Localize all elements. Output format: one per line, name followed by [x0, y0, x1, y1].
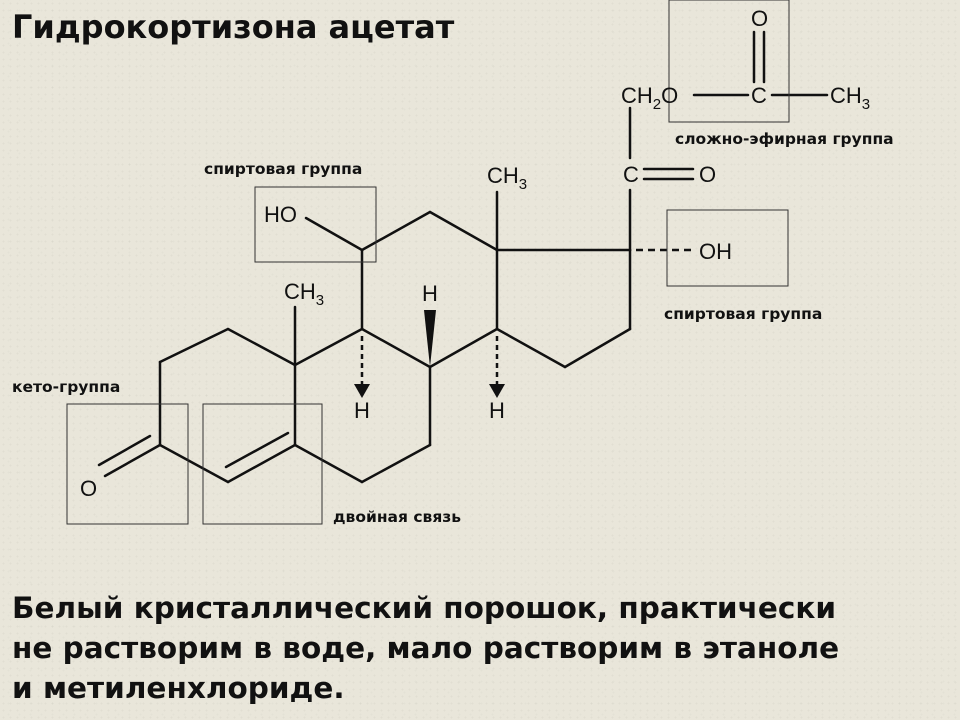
ester-box: [668, 0, 790, 123]
arrow-head: [354, 384, 370, 398]
bond: [226, 443, 297, 484]
description: Белый кристаллический порошок, практичес…: [12, 588, 952, 708]
description-line: не растворим в воде, мало растворим в эт…: [12, 631, 840, 665]
label-alcohol-group-left: спиртовая группа: [204, 160, 362, 178]
atom-h-c8: H: [422, 281, 438, 306]
bond: [428, 327, 499, 369]
atom-ch3-c13: CH3: [487, 163, 527, 193]
atom-c-ketone: C: [623, 162, 639, 187]
label-double-bond: двойная связь: [333, 508, 461, 526]
bond: [360, 210, 432, 252]
bond: [158, 443, 230, 484]
description-line: и метиленхлориде.: [12, 671, 345, 705]
atom-o-top: O: [751, 6, 768, 31]
page-title: Гидрокортизона ацетат: [12, 8, 455, 46]
atom-o-ketone: O: [699, 162, 716, 187]
alcohol-box-right: [666, 209, 789, 287]
double-bond-box: [202, 403, 323, 525]
alcohol-box-left: [254, 186, 377, 263]
bond: [158, 327, 230, 364]
bond: [103, 443, 162, 478]
keto-box: [66, 403, 189, 525]
label-alcohol-group-right: спиртовая группа: [664, 305, 822, 323]
atom-ch3-ester: CH3: [830, 83, 870, 113]
atom-ch2: CH2O: [621, 83, 678, 113]
atom-ho: HO: [264, 202, 297, 227]
atom-oh: OH: [699, 239, 732, 264]
arrow-head: [489, 384, 505, 398]
bond: [563, 327, 632, 369]
atom-h-c9: H: [354, 398, 370, 423]
bond: [97, 434, 152, 467]
atom-ch3-c10: CH3: [284, 279, 324, 309]
label-keto-group: кето-группа: [12, 378, 120, 396]
atom-o-c3: O: [80, 476, 97, 501]
bond: [293, 443, 364, 484]
atom-c-ester: C: [751, 83, 767, 108]
atom-h-c14: H: [489, 398, 505, 423]
highlight-boxes: [66, 0, 790, 525]
bond: [304, 216, 364, 252]
wedges: [354, 310, 505, 398]
bond: [428, 210, 499, 252]
wedge-bond: [424, 310, 436, 367]
bond: [226, 327, 297, 367]
label-ester-group: сложно-эфирная группа: [675, 130, 894, 148]
bond: [495, 327, 567, 369]
description-line: Белый кристаллический порошок, практичес…: [12, 591, 837, 625]
double-bond-line: [224, 431, 290, 469]
bond: [360, 443, 432, 484]
bond: [360, 327, 432, 369]
bond: [293, 327, 364, 367]
